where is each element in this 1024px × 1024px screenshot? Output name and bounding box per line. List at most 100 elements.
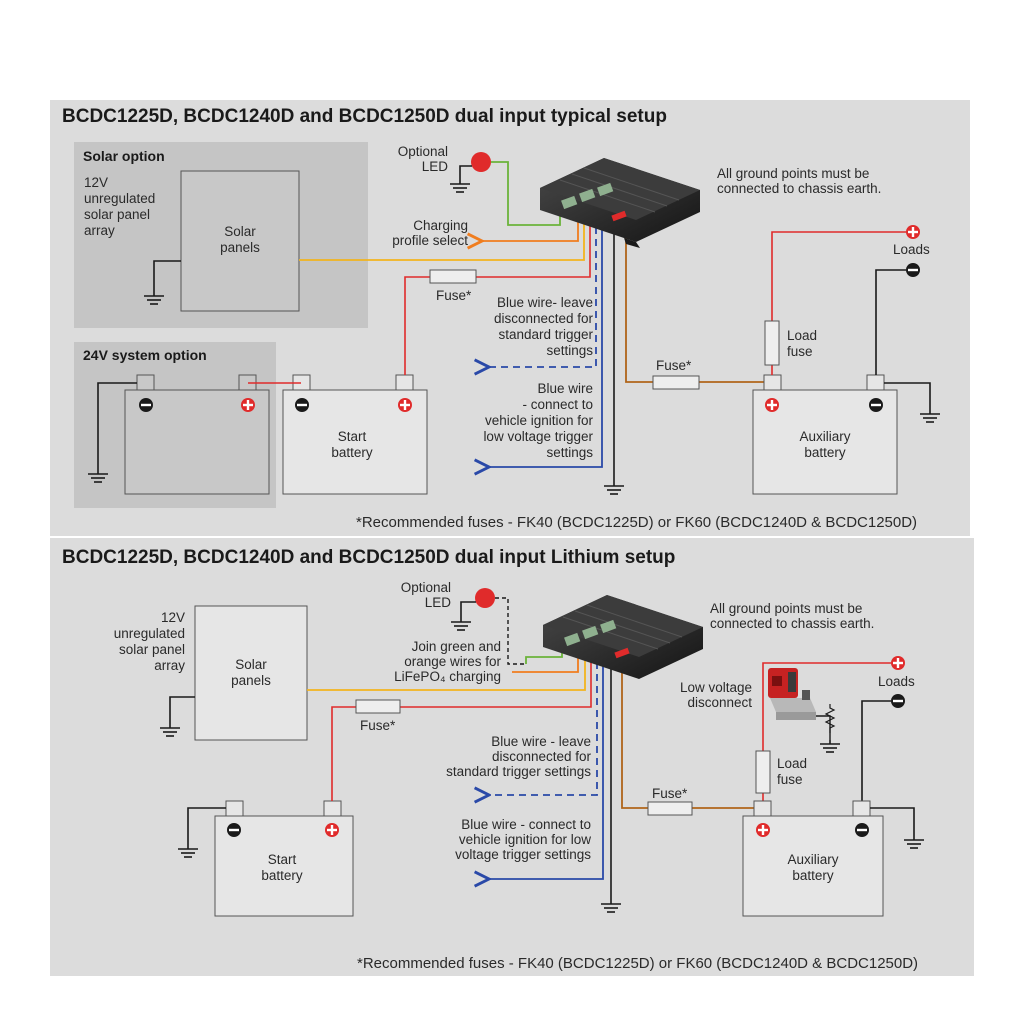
blue-connect-line5: settings (546, 445, 593, 460)
join-wires-line1: Join green and (412, 639, 501, 654)
lithium-ground-note-line1: All ground points must be (710, 601, 862, 616)
fuse-icon (647, 801, 693, 816)
led-icon (471, 152, 491, 172)
fuse-aux-label: Fuse* (656, 358, 692, 373)
optional-led-line2: LED (422, 159, 449, 174)
solar-yellow-wire (299, 215, 585, 261)
solar-panels-line2: panels (220, 240, 260, 255)
lithium-aux-battery-line2: battery (792, 868, 834, 883)
fuse-label: Fuse* (436, 288, 472, 303)
lithium-fuse-label: Fuse* (360, 718, 396, 733)
lithium-solar-desc-line1: 12V (161, 610, 185, 625)
lithium-solar-desc-line4: array (154, 658, 185, 673)
solar-option-label: Solar option (83, 148, 165, 164)
blue-leave-line4: settings (546, 343, 593, 358)
lithium-solar-panels-box (194, 605, 308, 741)
low-voltage-line1: Low voltage (680, 680, 752, 695)
lithium-recommended: *Recommended fuses - FK40 (BCDC1225D) or… (357, 955, 918, 972)
charging-profile-line1: Charging (413, 218, 468, 233)
lithium-title: BCDC1225D, BCDC1240D and BCDC1250D dual … (62, 547, 675, 568)
lithium-blue-wire-connect (489, 650, 604, 879)
system24-ground-wire (97, 382, 137, 470)
lithium-load-negative-wire (861, 700, 891, 801)
load-fuse-line2: fuse (787, 344, 813, 359)
solar-desc-line4: array (84, 223, 115, 238)
blue-leave-line3: standard trigger (498, 327, 593, 342)
join-wires-line3: LiFePO₄ charging (394, 669, 501, 684)
load-fuse-icon (764, 320, 780, 366)
lithium-solar-panels-line2: panels (231, 673, 271, 688)
optional-led-line1: Optional (398, 144, 448, 159)
lithium-blue-connect-line2: vehicle ignition for low (459, 832, 591, 847)
lithium-optional-led-line2: LED (425, 595, 452, 610)
load-fuse-line1: Load (787, 328, 817, 343)
solar-ground-wire (153, 260, 181, 292)
lithium-load-fuse-line1: Load (777, 756, 807, 771)
lithium-start-battery-line2: battery (261, 868, 303, 883)
join-green-wire (525, 650, 563, 664)
aux-brown-wire (625, 215, 772, 383)
load-negative-wire (875, 269, 906, 375)
solar-desc-line3: solar panel (84, 207, 150, 222)
lithium-solar-desc-line2: unregulated (114, 626, 185, 641)
blue-connect-line3: vehicle ignition for (485, 413, 594, 428)
start-battery-line2: battery (331, 445, 373, 460)
blue-leave-line1: Blue wire- leave (497, 295, 593, 310)
solar-panels-line1: Solar (224, 224, 256, 239)
lithium-ground-note-line2: connected to chassis earth. (710, 616, 874, 631)
lithium-solar-panels-line1: Solar (235, 657, 267, 672)
aux-ground-wire (884, 382, 931, 410)
loads-label: Loads (893, 242, 930, 257)
blue-leave-line2: disconnected for (494, 311, 594, 326)
aux-battery-line1: Auxiliary (799, 429, 850, 444)
ground-note-line1: All ground points must be (717, 166, 869, 181)
lithium-loads-label: Loads (878, 674, 915, 689)
lithium-blue-connect-line1: Blue wire - connect to (461, 817, 591, 832)
blue-connect-line4: low voltage trigger (483, 429, 593, 444)
blue-connect-line2: - connect to (522, 397, 593, 412)
fuse-icon (429, 269, 477, 284)
typical-title: BCDC1225D, BCDC1240D and BCDC1250D dual … (62, 106, 667, 127)
led-dashed-wire (495, 597, 526, 665)
dc-charger-device (540, 158, 700, 248)
charging-profile-line2: profile select (392, 233, 468, 248)
solar-panels-box (180, 170, 300, 312)
blue-wire-leave (489, 215, 597, 367)
led-green-wire (491, 161, 561, 226)
start-red-wire (404, 215, 591, 375)
fuse-icon (652, 375, 700, 390)
low-voltage-line2: disconnect (687, 695, 752, 710)
ground-note-line2: connected to chassis earth. (717, 181, 881, 196)
lithium-blue-connect-line3: voltage trigger settings (455, 847, 591, 862)
load-fuse-icon (755, 750, 771, 794)
led-icon (475, 588, 495, 608)
lithium-start-battery-line1: Start (268, 852, 297, 867)
orange-profile-wire (482, 215, 579, 241)
lithium-aux-brown-wire (621, 650, 763, 809)
aux-battery-line2: battery (804, 445, 846, 460)
blue-connect-line1: Blue wire (537, 381, 593, 396)
system24-label: 24V system option (83, 347, 207, 363)
lithium-blue-leave-line2: disconnected for (492, 749, 592, 764)
lithium-fuse-aux-label: Fuse* (652, 786, 688, 801)
lithium-blue-leave-line1: Blue wire - leave (491, 734, 591, 749)
typical-recommended: *Recommended fuses - FK40 (BCDC1225D) or… (356, 514, 917, 531)
